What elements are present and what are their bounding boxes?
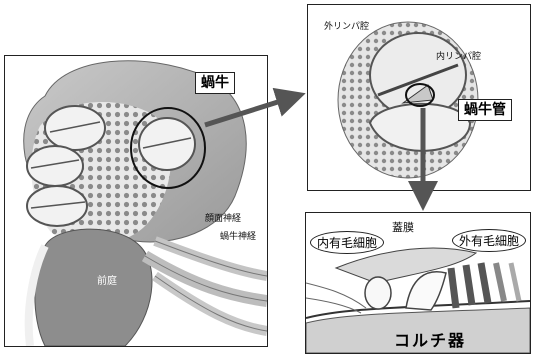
arrow-to-cross-section [205,95,300,125]
